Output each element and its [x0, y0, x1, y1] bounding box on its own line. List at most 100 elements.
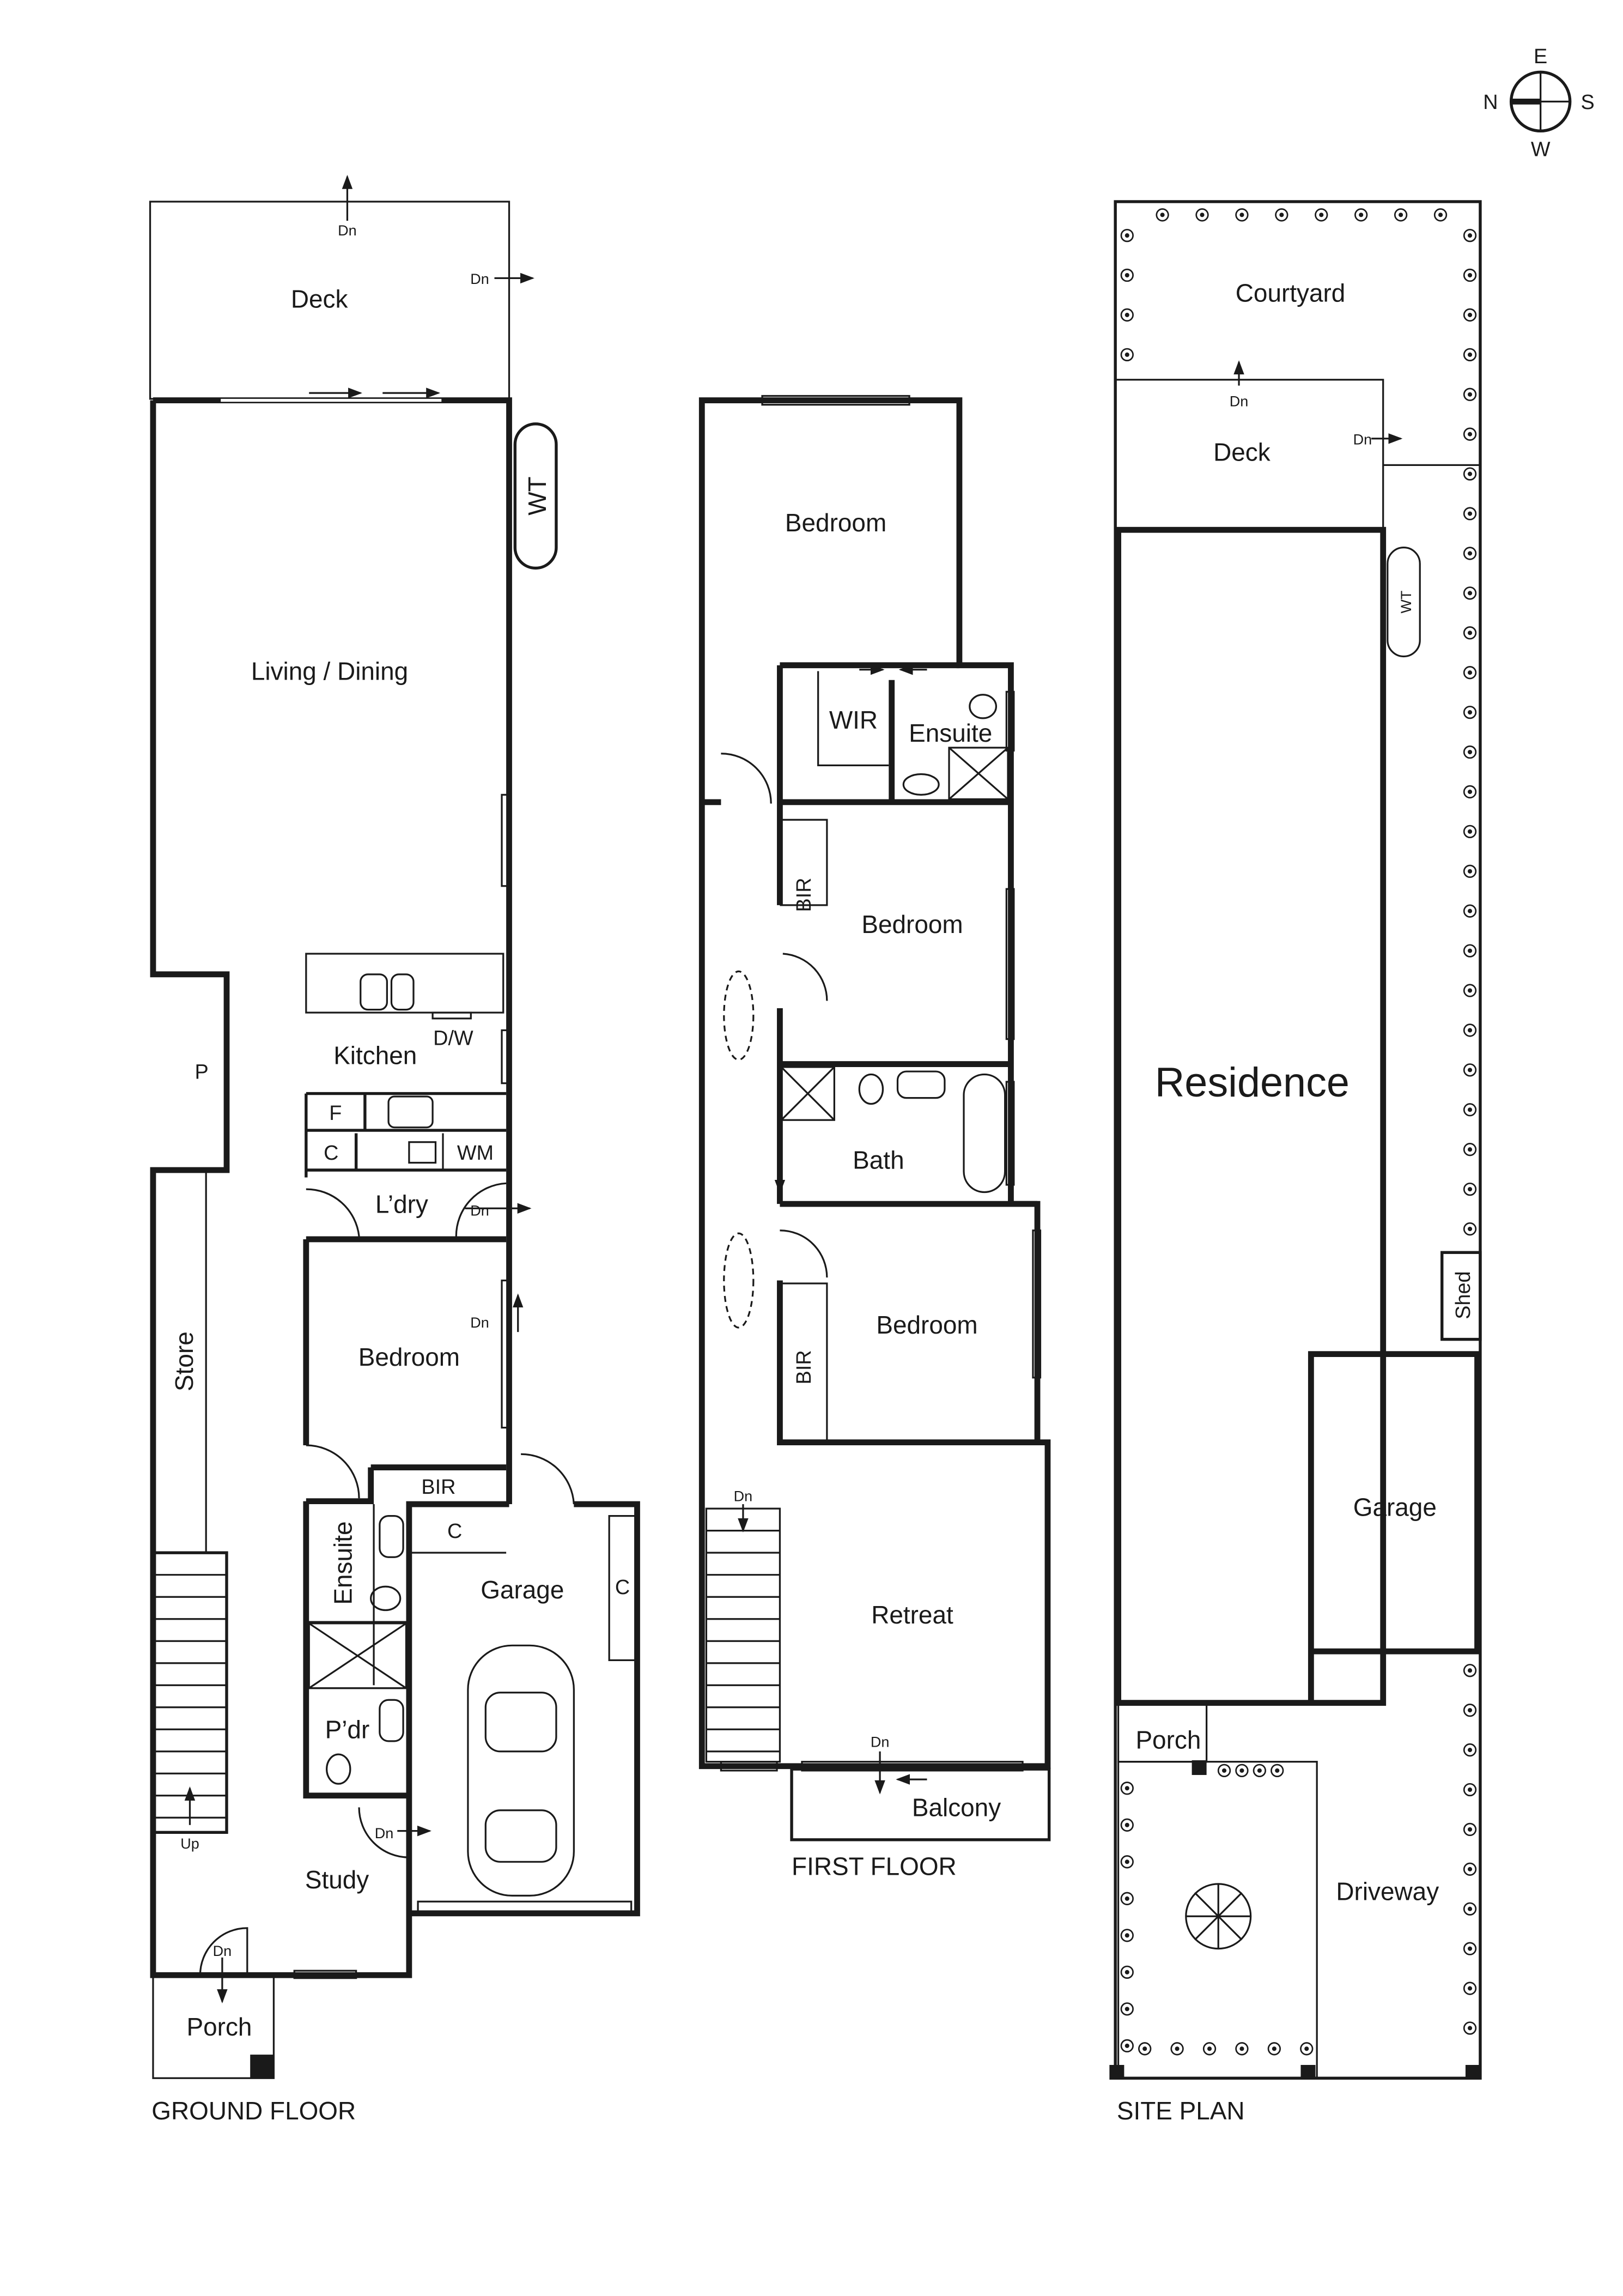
- plant-icon: [1463, 2021, 1477, 2035]
- plant-icon: [1120, 1929, 1134, 1942]
- plant-icon: [1156, 208, 1169, 222]
- up-marker: Up: [180, 1835, 199, 1852]
- label-pantry: P: [194, 1061, 208, 1084]
- residence-footprint: [1115, 526, 1387, 1706]
- plant-icon: [1217, 1764, 1231, 1778]
- plant-icon: [1463, 1703, 1477, 1717]
- room-label-bath: Bath: [853, 1146, 904, 1174]
- plant-icon: [1275, 208, 1288, 222]
- plant-icon: [1463, 904, 1477, 918]
- plant-icon: [1463, 1664, 1477, 1677]
- plant-icon: [1463, 1182, 1477, 1196]
- plant-icon: [1463, 547, 1477, 560]
- room-label-retreat: Retreat: [871, 1601, 953, 1629]
- room-label-garage: Garage: [1353, 1493, 1437, 1522]
- plant-icon: [1463, 705, 1477, 719]
- plant-icon: [1120, 308, 1134, 322]
- plant-icon: [1463, 1143, 1477, 1156]
- plant-icon: [1463, 825, 1477, 839]
- plant-icon: [1463, 1822, 1477, 1837]
- staircase: [705, 1504, 781, 1763]
- plant-icon: [1463, 1783, 1477, 1797]
- dn-marker: Dn: [470, 1203, 489, 1219]
- room-label-laundry: L’dry: [375, 1190, 428, 1218]
- plant-icon: [1120, 348, 1134, 362]
- plant-icon: [1463, 984, 1477, 997]
- plant-icon: [1463, 1942, 1477, 1955]
- dn-marker: Dn: [470, 1314, 489, 1331]
- compass-icon: E N S W: [1483, 45, 1594, 161]
- plant-icon: [1463, 1103, 1477, 1117]
- room-label-bedroom: Bedroom: [861, 910, 963, 938]
- plant-icon: [1463, 785, 1477, 799]
- plant-icon: [1463, 467, 1477, 481]
- room-label-courtyard: Courtyard: [1236, 279, 1346, 307]
- plant-icon: [1120, 2002, 1134, 2016]
- plant-icon: [1120, 1782, 1134, 1795]
- label-fridge: F: [329, 1102, 342, 1125]
- room-label-living-dining: Living / Dining: [251, 657, 408, 686]
- plant-icon: [1463, 228, 1477, 243]
- room-label-kitchen: Kitchen: [333, 1041, 417, 1070]
- ground-floor-plan: Deck Dn Dn Living / Dining WT Kitchen D/…: [149, 174, 640, 2125]
- plant-icon: [1354, 208, 1368, 222]
- room-label-porch: Porch: [1135, 1725, 1201, 1754]
- room-label-garage: Garage: [481, 1576, 564, 1604]
- dn-marker: Dn: [1353, 432, 1372, 448]
- dn-marker: Dn: [338, 222, 357, 239]
- label-wt: WT: [1398, 591, 1414, 614]
- dn-marker: Dn: [734, 1488, 753, 1505]
- plant-icon: [1394, 208, 1408, 222]
- compass-south: S: [1581, 91, 1594, 114]
- site-plan-title: SITE PLAN: [1117, 2097, 1245, 2125]
- room-label-study: Study: [305, 1865, 369, 1894]
- first-floor-plan: Bedroom WIR Ensuite BIR Bedroom Bath BIR…: [698, 395, 1051, 1881]
- room-label-deck: Deck: [1213, 438, 1271, 466]
- staircase: [151, 1551, 228, 1834]
- plant-icon: [1120, 1892, 1134, 1905]
- plant-icon: [1463, 1222, 1477, 1236]
- room-label-ensuite: Ensuite: [909, 719, 992, 747]
- room-label-store: Store: [170, 1331, 198, 1391]
- room-label-ensuite: Ensuite: [329, 1522, 357, 1605]
- plant-icon: [1267, 2042, 1281, 2056]
- label-bir: BIR: [421, 1476, 455, 1499]
- room-label-bedroom: Bedroom: [785, 508, 886, 537]
- plant-icon: [1463, 1982, 1477, 1995]
- plant-icon: [1463, 1063, 1477, 1077]
- plant-icon: [1463, 1743, 1477, 1757]
- plant-icon: [1271, 1764, 1284, 1778]
- plant-icon: [1463, 1023, 1477, 1037]
- plant-icon: [1202, 2042, 1217, 2056]
- plant-icon: [1195, 208, 1209, 222]
- plant-icon: [1138, 2042, 1152, 2056]
- plant-icon: [1463, 348, 1477, 362]
- dn-marker: Dn: [375, 1825, 394, 1841]
- dn-marker: Dn: [213, 1943, 232, 1959]
- plant-icon: [1433, 208, 1448, 222]
- plant-icon: [1463, 666, 1477, 680]
- plant-icon: [1315, 208, 1328, 222]
- compass-east: E: [1534, 45, 1547, 68]
- water-tank: [513, 422, 558, 570]
- compass-north: N: [1483, 91, 1498, 114]
- plant-icon: [1235, 2042, 1249, 2056]
- plant-icon: [1235, 1764, 1249, 1778]
- label-bir: BIR: [793, 877, 816, 912]
- hedge-plants: [1120, 208, 1477, 2056]
- first-floor-title: FIRST FLOOR: [792, 1852, 957, 1881]
- plant-icon: [1120, 1965, 1134, 1979]
- dn-marker: Dn: [871, 1734, 890, 1750]
- plant-icon: [1463, 427, 1477, 441]
- room-label-wir: WIR: [829, 706, 878, 734]
- dn-marker: Dn: [470, 271, 489, 287]
- plant-icon: [1463, 507, 1477, 520]
- label-cupboard: C: [447, 1520, 462, 1543]
- plant-icon: [1463, 626, 1477, 640]
- room-label-bedroom: Bedroom: [358, 1343, 460, 1371]
- plant-icon: [1463, 944, 1477, 958]
- tree-icon: [1185, 1883, 1252, 1950]
- room-label-bedroom: Bedroom: [876, 1311, 977, 1339]
- site-plan: Courtyard Dn Dn Deck WT Residence Shed G…: [1109, 200, 1482, 2125]
- plant-icon: [1463, 864, 1477, 878]
